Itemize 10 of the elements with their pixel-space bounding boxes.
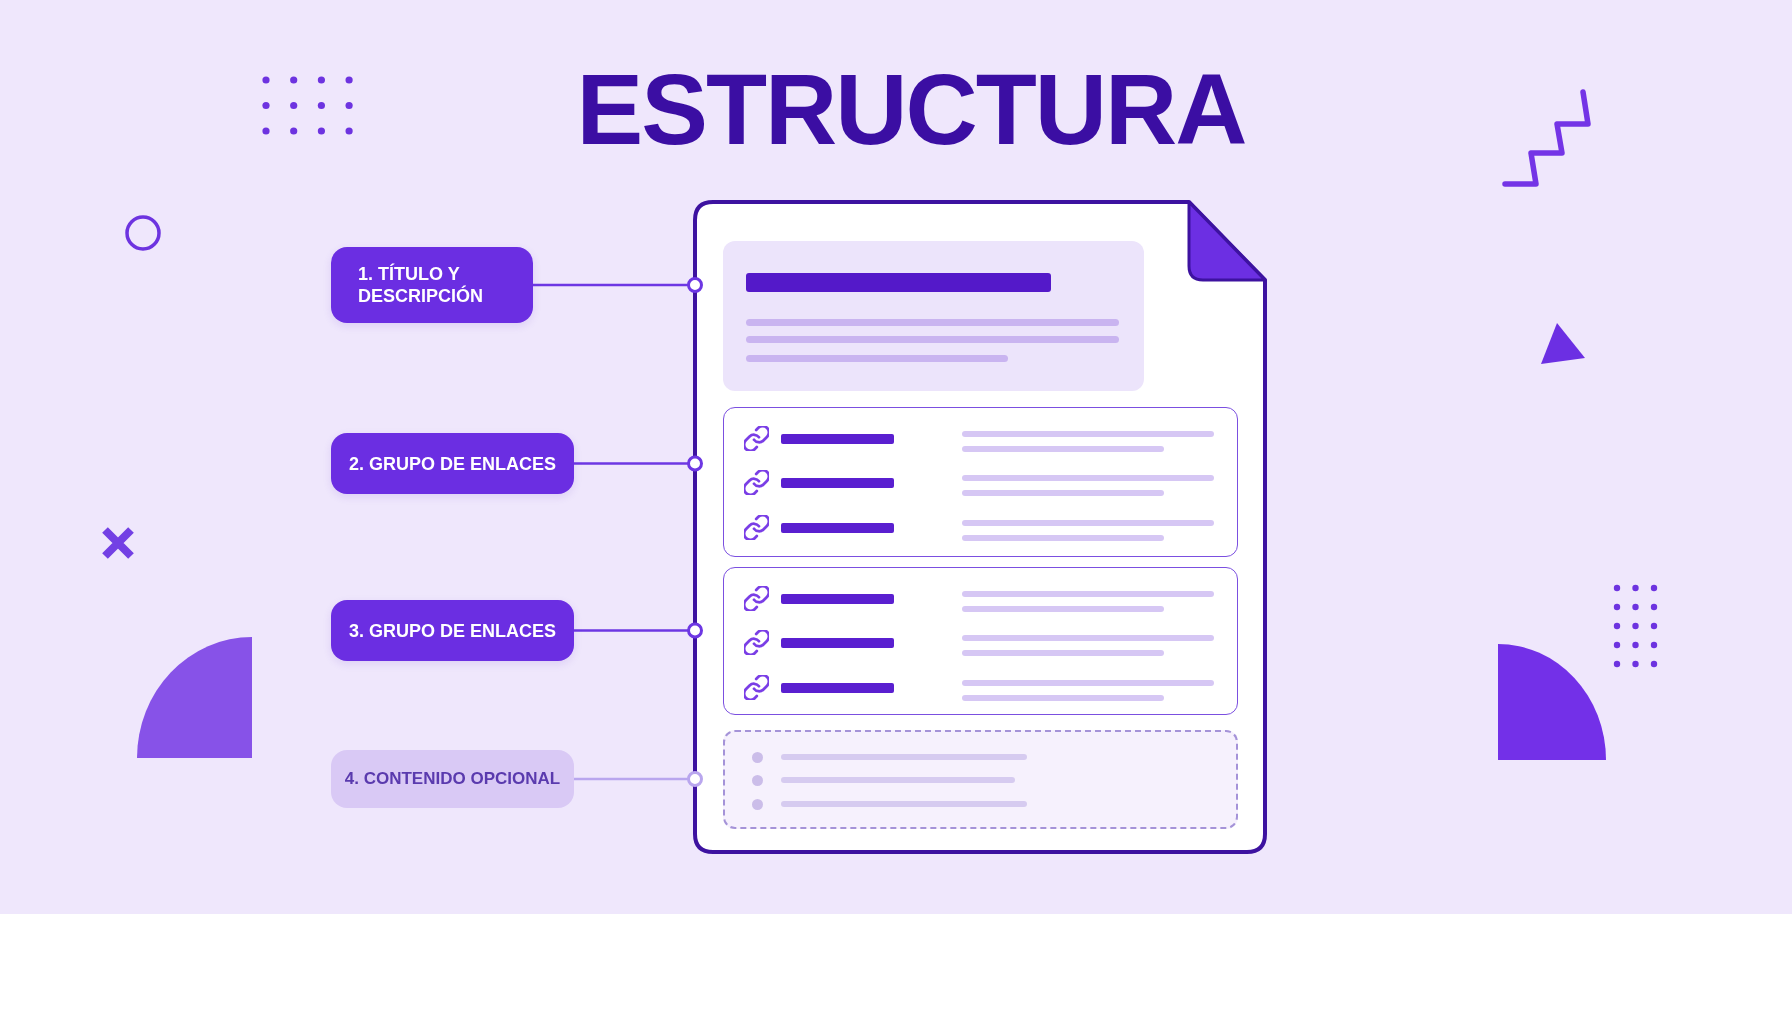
step-label: 1. TÍTULO Y DESCRIPCIÓN	[331, 247, 533, 323]
leader-line	[574, 771, 703, 787]
step-label: 4. CONTENIDO OPCIONAL	[331, 750, 574, 808]
page-title: ESTRUCTURA	[576, 59, 1246, 159]
leader-line	[533, 277, 703, 293]
document-page	[693, 200, 1267, 854]
step-label: 3. GRUPO DE ENLACES	[331, 600, 574, 661]
leader-line	[574, 455, 703, 472]
leader-line	[574, 622, 703, 639]
step-label: 2. GRUPO DE ENLACES	[331, 433, 574, 494]
